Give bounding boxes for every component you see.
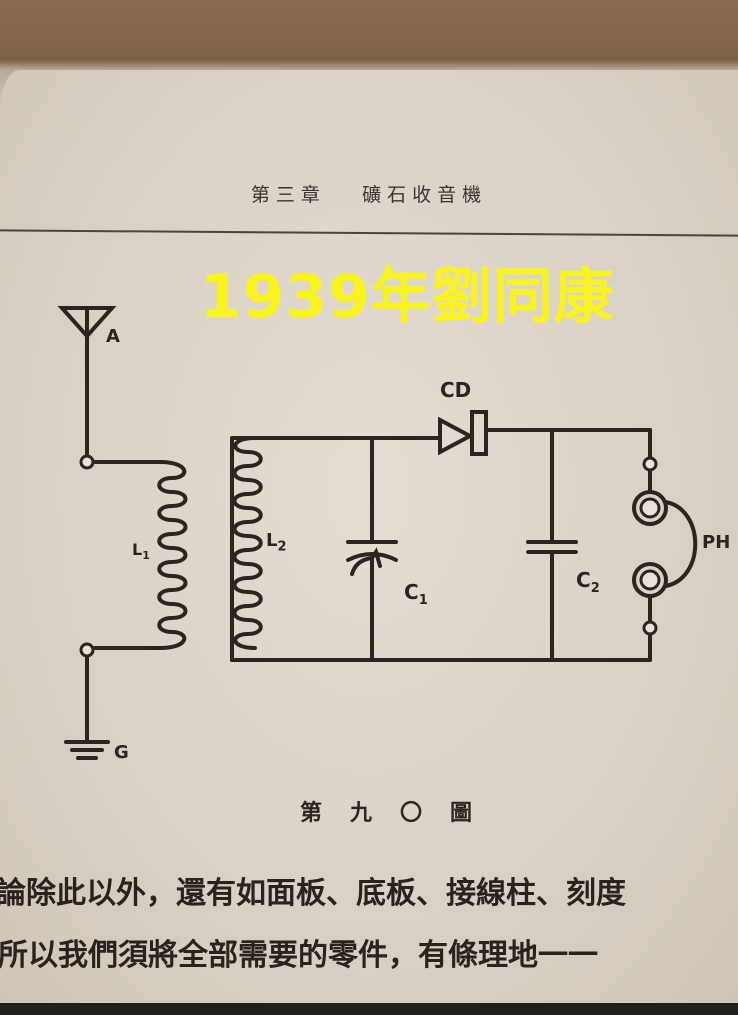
label-l2-subscript: 2 xyxy=(277,539,287,555)
label-l1: L1 xyxy=(132,540,150,562)
crystal-radio-schematic xyxy=(57,306,661,760)
terminal-dot xyxy=(79,642,95,658)
terminal-dot xyxy=(642,456,658,472)
coil-l1 xyxy=(93,460,188,650)
ground-symbol xyxy=(64,740,110,760)
label-detector: CD xyxy=(440,378,472,402)
crystal-detector xyxy=(438,410,488,456)
header-chapter: 第三章 xyxy=(250,184,326,206)
label-l1-subscript: 1 xyxy=(142,549,150,563)
body-text-line-2: 所以我們須將全部需要的零件，有條理地一一 xyxy=(0,938,598,973)
coil-l2 xyxy=(230,436,263,662)
label-phones: PH xyxy=(702,532,731,553)
figure-caption: 第九〇圖 xyxy=(300,800,501,826)
earpiece-inner xyxy=(639,569,661,591)
label-l2-letter: L xyxy=(266,530,278,551)
terminal-dot xyxy=(642,620,658,636)
label-l2: L2 xyxy=(266,530,287,555)
label-ground: G xyxy=(114,742,129,763)
book-page xyxy=(0,70,738,1003)
label-c2-letter: C xyxy=(576,568,591,592)
capacitor-c1 xyxy=(346,436,398,662)
label-c2: C2 xyxy=(576,568,600,596)
watermark-text: 1939年劉同康 xyxy=(200,262,615,332)
label-c1-letter: C xyxy=(404,580,419,604)
running-header: 第三章 礦石收音機 xyxy=(0,180,738,207)
antenna-symbol xyxy=(57,306,117,462)
header-title: 礦石收音機 xyxy=(362,184,488,206)
label-c1-subscript: 1 xyxy=(418,593,428,608)
earpiece-inner xyxy=(639,497,661,519)
body-text-line-1: 論除此以外，還有如面板、底板、接線柱、刻度 xyxy=(0,876,626,911)
capacitor-c2 xyxy=(526,428,578,662)
label-c1: C1 xyxy=(404,580,428,608)
label-c2-subscript: 2 xyxy=(590,581,600,596)
label-l1-letter: L xyxy=(132,540,143,559)
terminal-dot xyxy=(79,454,95,470)
label-antenna: A xyxy=(106,326,120,347)
bottom-edge xyxy=(0,1003,738,1015)
